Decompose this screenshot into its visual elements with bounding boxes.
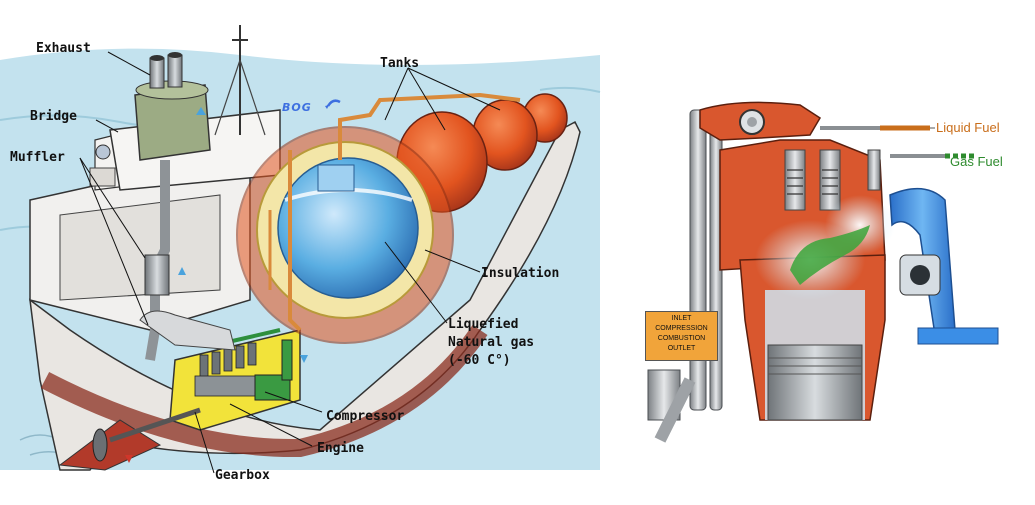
engine-illustration	[647, 101, 999, 443]
muffler	[144, 254, 170, 296]
label-engine: Engine	[317, 441, 364, 456]
propeller	[92, 428, 108, 462]
piston	[767, 344, 863, 421]
phase-compression: COMPRESSION	[655, 325, 708, 332]
label-gearbox: Gearbox	[215, 468, 270, 483]
bog-pipe	[338, 92, 521, 160]
label-lng-line3: (-60 C°)	[448, 353, 511, 368]
phase-legend: INLET COMPRESSION COMBUSTION OUTLET	[645, 311, 718, 361]
label-liquid-fuel: Liquid Fuel	[936, 120, 1000, 135]
leader-lines	[79, 51, 501, 474]
phase-inlet: INLET	[671, 315, 692, 322]
ship-illustration	[0, 25, 601, 471]
label-bog: BOG	[282, 101, 312, 114]
label-bridge: Bridge	[30, 109, 77, 124]
label-gas-fuel: Gas Fuel	[950, 154, 1003, 169]
label-muffler: Muffler	[10, 150, 65, 165]
phase-combustion: COMBUSTION	[657, 335, 706, 342]
engine-block	[194, 342, 266, 397]
label-exhaust: Exhaust	[36, 41, 91, 56]
propeller-shaft	[109, 407, 201, 443]
label-compressor: Compressor	[326, 409, 405, 424]
gas-plume	[790, 225, 870, 285]
phase-outlet: OUTLET	[667, 345, 696, 352]
label-lng-line2: Natural gas	[448, 335, 535, 350]
label-tanks: Tanks	[380, 56, 420, 71]
label-lng-line1: Liquefied	[448, 317, 519, 332]
label-insulation: Insulation	[481, 266, 560, 281]
pushrod-base	[647, 369, 681, 421]
